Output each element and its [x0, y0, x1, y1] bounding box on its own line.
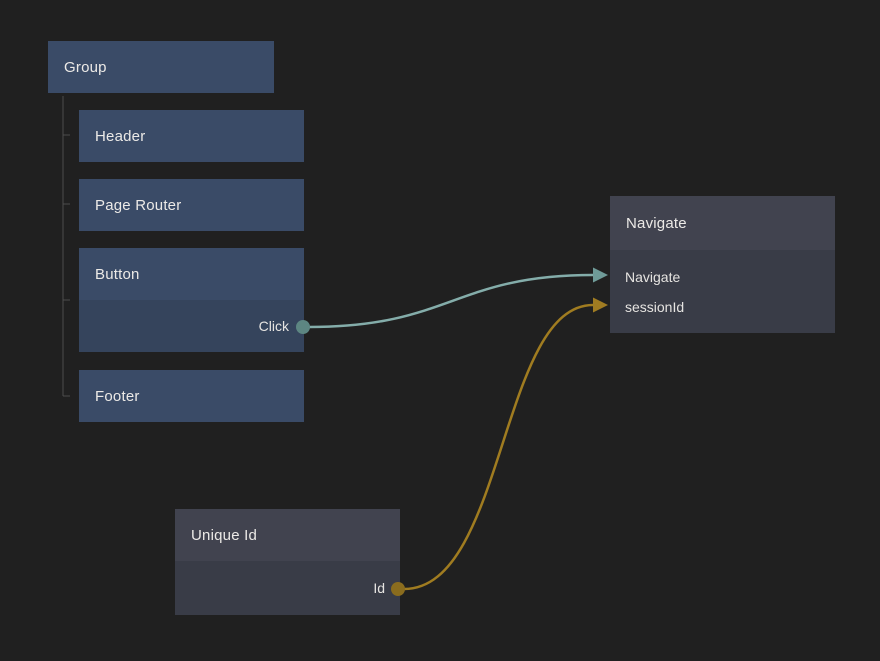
node-header-title: Header: [95, 127, 146, 145]
node-button-body: Click: [79, 300, 304, 352]
node-unique-id-header: Unique Id: [175, 509, 400, 561]
node-page-router-title: Page Router: [95, 196, 182, 214]
tree-connector-lines: [62, 96, 70, 397]
port-row-click-output[interactable]: Click: [79, 311, 304, 341]
node-unique-id-body: Id: [175, 561, 400, 615]
port-row-id-output[interactable]: Id: [175, 573, 400, 603]
node-button[interactable]: Button Click: [79, 248, 304, 352]
node-footer[interactable]: Footer: [79, 370, 304, 422]
node-navigate-body: Navigate sessionId: [610, 250, 835, 333]
node-unique-id-title: Unique Id: [191, 526, 258, 544]
node-unique-id[interactable]: Unique Id Id: [175, 509, 400, 615]
node-button-title: Button: [95, 265, 140, 283]
node-header[interactable]: Header: [79, 110, 304, 162]
node-navigate-title: Navigate: [626, 214, 687, 232]
node-page-router-header: Page Router: [79, 179, 304, 231]
arrowhead-navigate-input-icon: [593, 267, 608, 283]
navigate-input-label: Navigate: [625, 268, 681, 285]
port-row-sessionid-input[interactable]: sessionId: [610, 292, 835, 322]
id-output-label: Id: [373, 580, 385, 596]
arrowhead-sessionid-input-icon: [593, 297, 608, 313]
node-group[interactable]: Group: [48, 41, 274, 93]
sessionid-input-label: sessionId: [625, 298, 685, 315]
node-group-header: Group: [48, 41, 274, 93]
node-page-router[interactable]: Page Router: [79, 179, 304, 231]
click-output-label: Click: [258, 318, 289, 334]
connection-click-to-navigate[interactable]: [308, 273, 594, 329]
node-group-title: Group: [64, 58, 107, 76]
node-navigate-header: Navigate: [610, 196, 835, 250]
node-button-header: Button: [79, 248, 304, 300]
node-header-header: Header: [79, 110, 304, 162]
node-navigate[interactable]: Navigate Navigate sessionId: [610, 196, 835, 333]
node-footer-title: Footer: [95, 387, 140, 405]
connection-id-to-sessionid[interactable]: [403, 303, 594, 591]
node-footer-header: Footer: [79, 370, 304, 422]
port-row-navigate-input[interactable]: Navigate: [610, 262, 835, 292]
